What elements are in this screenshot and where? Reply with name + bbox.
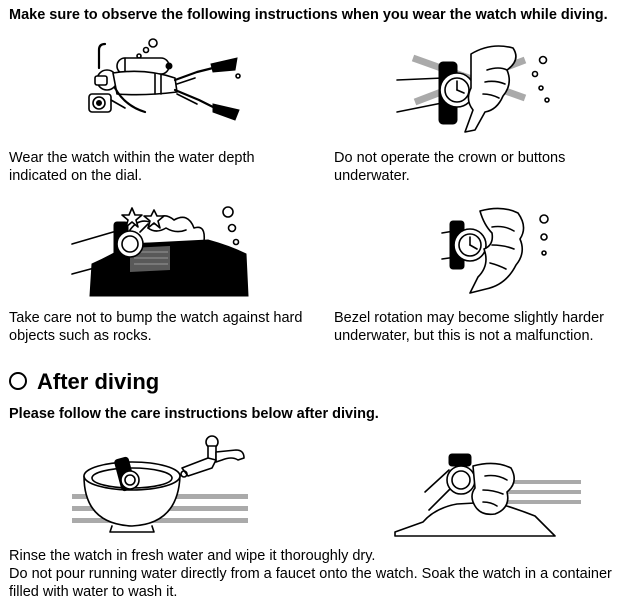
no-crown-operation-illustration bbox=[396, 45, 550, 133]
caption-bump: Take care not to bump the watch against … bbox=[9, 310, 303, 344]
care-instructions-text: Rinse the watch in fresh water and wipe … bbox=[9, 548, 612, 600]
diving-instructions-heading: Make sure to observe the following instr… bbox=[9, 7, 608, 23]
diver-illustration bbox=[88, 38, 241, 121]
caption-bezel: Bezel rotation may become slightly harde… bbox=[334, 310, 604, 344]
circle-bullet-icon bbox=[9, 372, 27, 390]
caption-depth: Wear the watch within the water depth in… bbox=[9, 150, 255, 184]
after-diving-title: After diving bbox=[9, 369, 159, 395]
after-diving-subheading: Please follow the care instructions belo… bbox=[9, 406, 379, 422]
bezel-rotation-illustration bbox=[441, 207, 549, 294]
wipe-dry-illustration bbox=[394, 453, 581, 537]
bowl-faucet-illustration bbox=[72, 435, 248, 533]
rocks-bump-illustration bbox=[71, 206, 249, 297]
caption-no-crown: Do not operate the crown or buttons unde… bbox=[334, 150, 566, 184]
